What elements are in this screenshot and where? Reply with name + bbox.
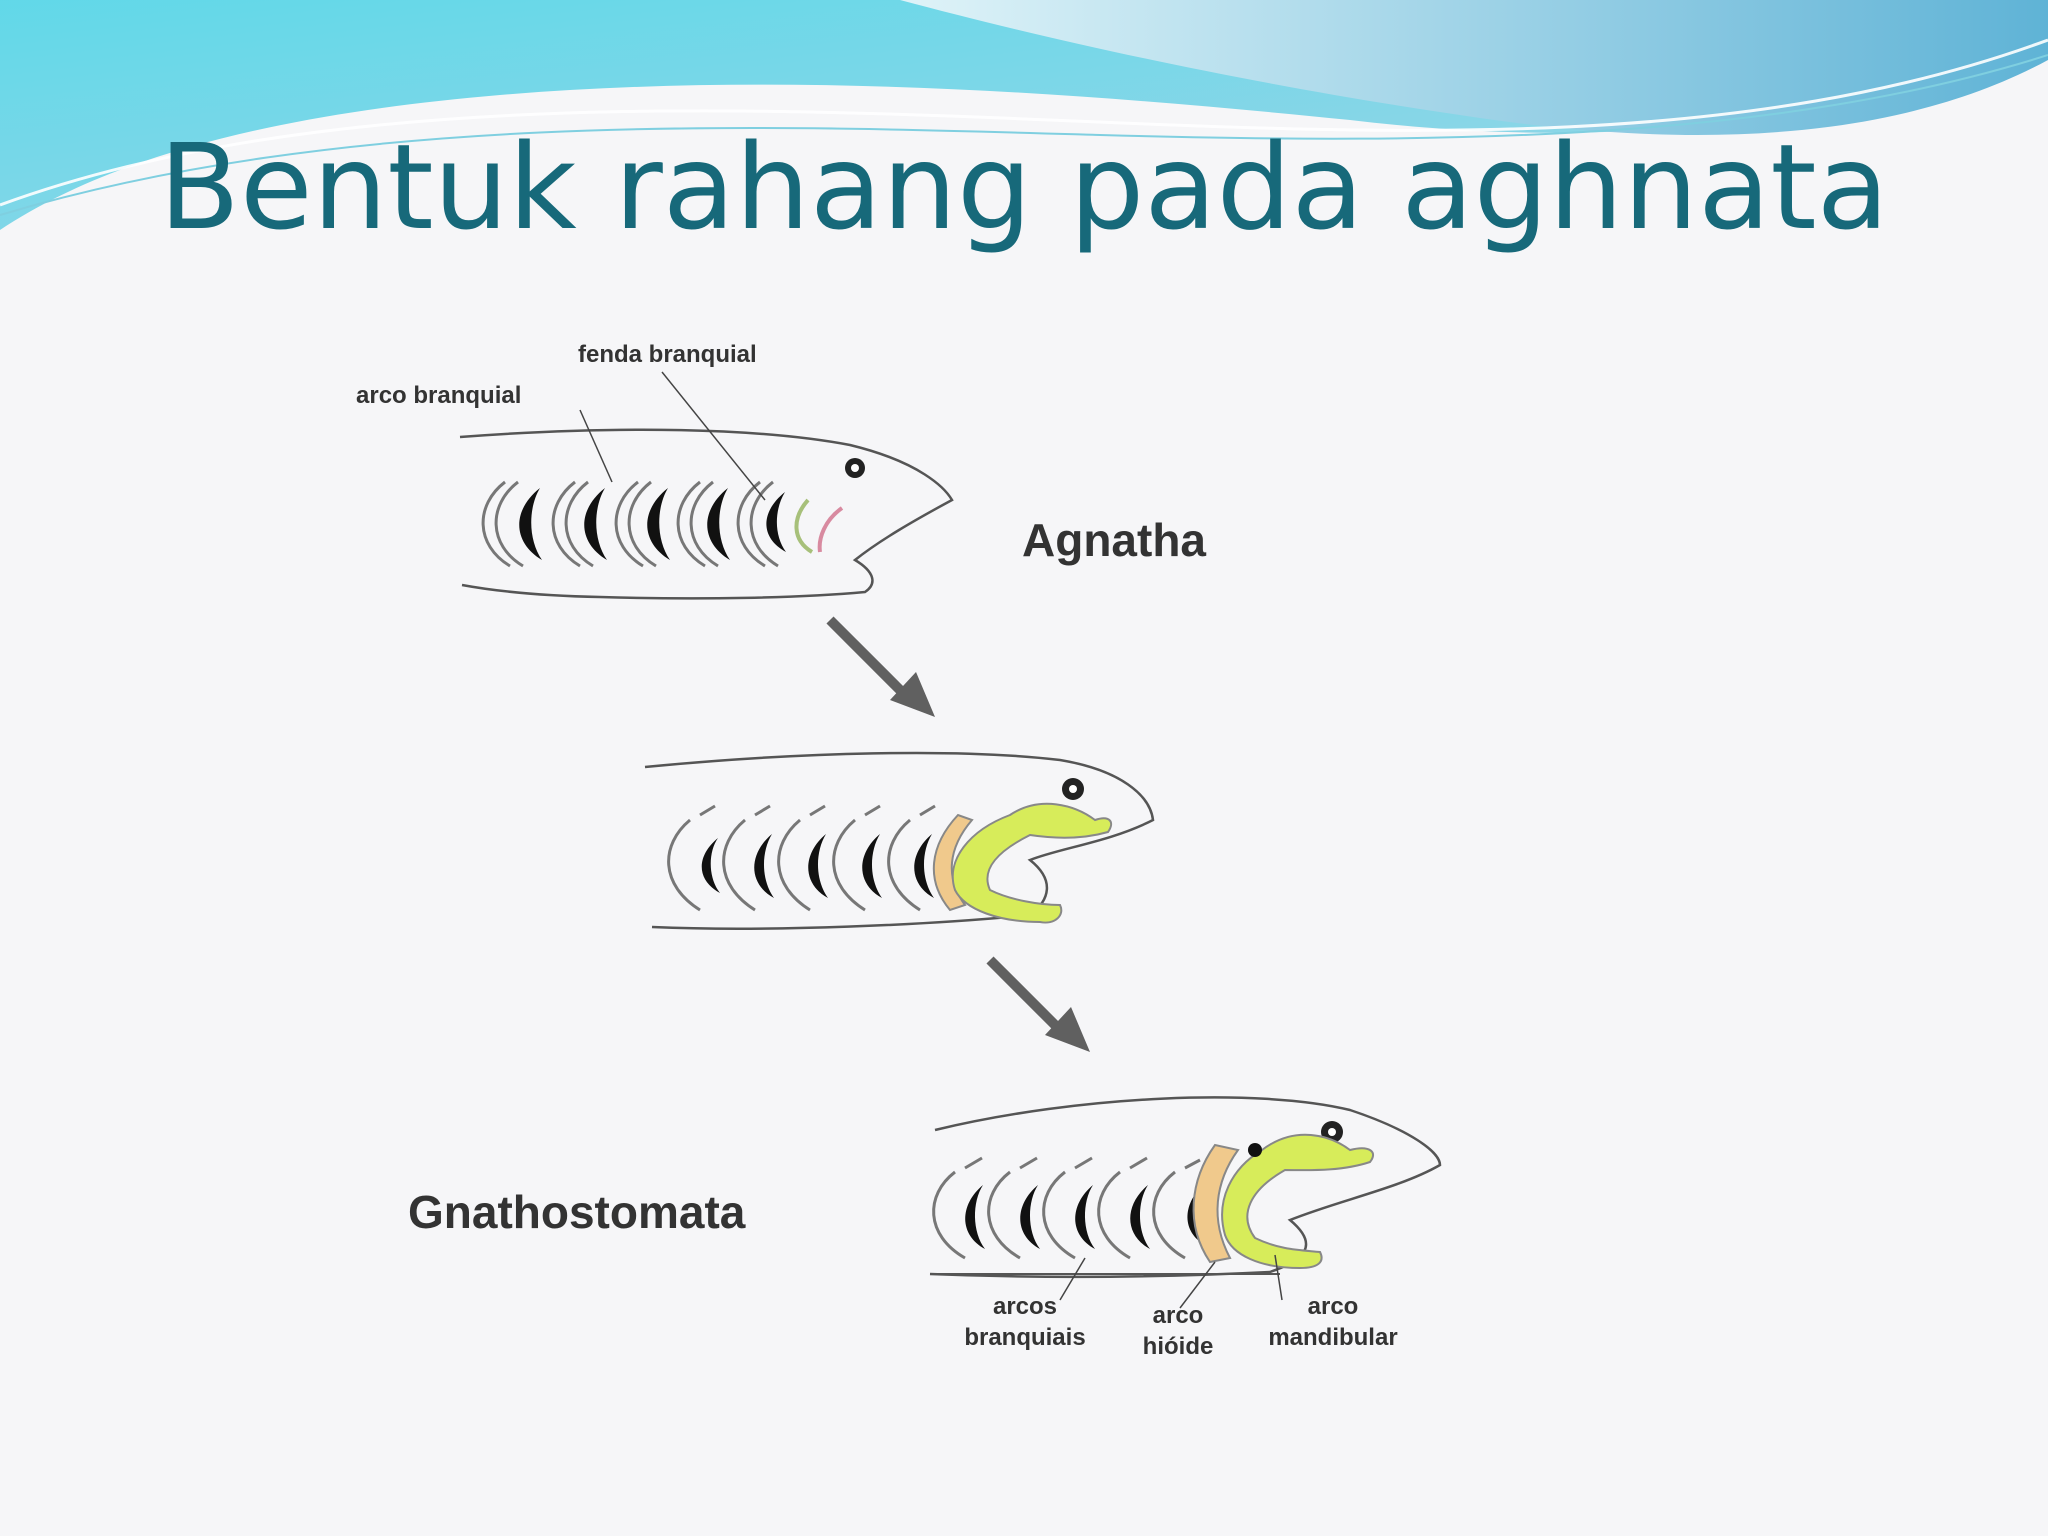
mandibular-arch-pointer	[1274, 1254, 1283, 1301]
label-arco-mandibular-2: mandibular	[1268, 1324, 1397, 1351]
gnathostomata-hyoid-arch	[1192, 1143, 1240, 1264]
header-wave-decoration	[0, 0, 2048, 230]
label-arco-hioide-1: arco	[1153, 1302, 1204, 1329]
intermediate-gill-arches	[667, 804, 936, 912]
agnatha-eye-highlight	[851, 464, 859, 472]
evolution-arrow-1	[826, 616, 935, 717]
gnathostomata-eye-highlight	[1328, 1128, 1336, 1136]
label-branquiais: branquiais	[964, 1324, 1085, 1351]
gnathostomata-mandibular-arch	[1221, 1133, 1375, 1270]
label-arco-hioide-2: hióide	[1143, 1333, 1214, 1360]
gnathostomata-spiracle	[1248, 1143, 1262, 1157]
gnathostomata-gill-arches	[932, 1156, 1201, 1260]
intermediate-eye-highlight	[1069, 785, 1077, 793]
gill-arch-pointer-line	[579, 409, 613, 483]
gnathostomata-body-outline	[929, 1096, 1442, 1279]
agnatha-gill-slits	[519, 488, 786, 560]
label-gnathostomata: Gnathostomata	[408, 1186, 746, 1238]
label-arco-branquial: arco branquial	[356, 382, 521, 409]
intermediate-fish	[644, 751, 1155, 930]
label-arcos: arcos	[993, 1293, 1057, 1320]
gnathostomata-gill-slits	[965, 1185, 1205, 1249]
agnatha-anterior-arch	[794, 498, 814, 554]
gill-slit-pointer-line	[661, 371, 766, 501]
label-agnatha: Agnatha	[1022, 514, 1206, 566]
evolution-arrow-2	[986, 956, 1090, 1052]
agnatha-gill-arches	[481, 480, 779, 568]
gnathostomata-fish	[929, 1096, 1442, 1309]
intermediate-body-outline	[644, 751, 1155, 930]
agnatha-mouth-arch	[817, 506, 844, 553]
slide-title: Bentuk rahang pada aghnata	[159, 118, 1889, 256]
label-arco-mandibular-1: arco	[1308, 1293, 1359, 1320]
hyoid-arch-pointer	[1179, 1261, 1216, 1309]
intermediate-hyoid-arch	[932, 813, 974, 912]
agnatha-fish	[459, 371, 954, 600]
intermediate-gill-slits	[701, 834, 934, 898]
branchial-arches-pointer	[1059, 1257, 1086, 1301]
label-fenda-branquial: fenda branquial	[578, 341, 757, 368]
intermediate-mandibular-arch	[951, 802, 1113, 924]
agnatha-body-outline	[459, 428, 954, 600]
